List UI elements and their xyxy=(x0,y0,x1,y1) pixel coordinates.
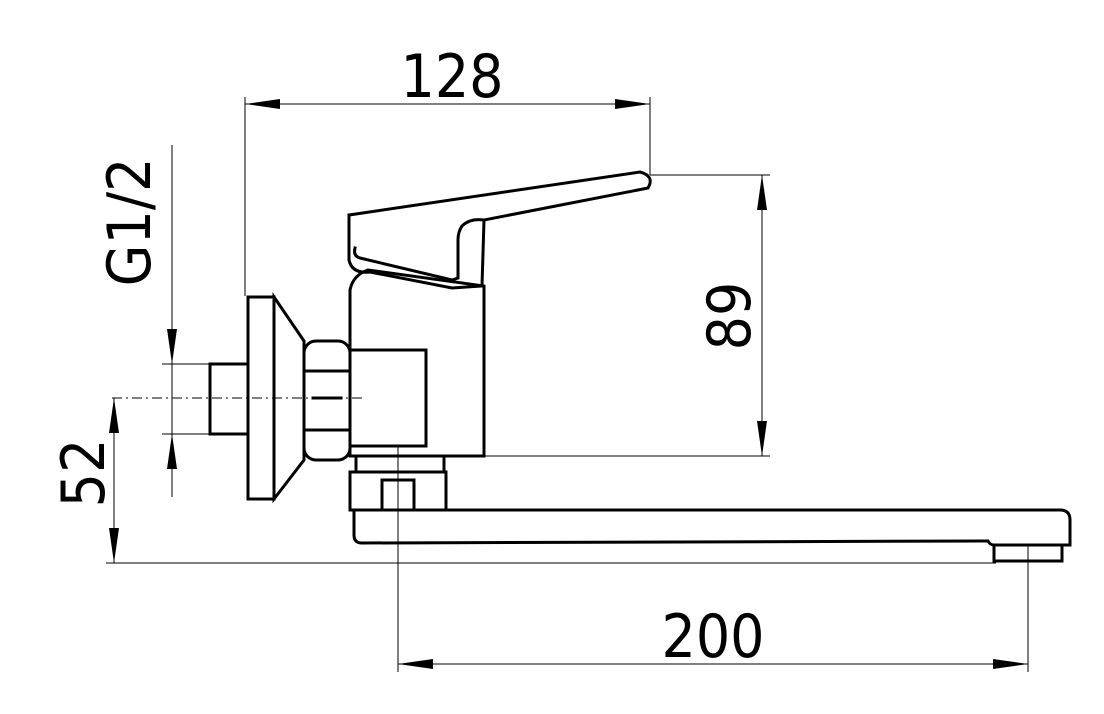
arrow-head xyxy=(757,421,767,456)
flange-cone xyxy=(272,292,306,504)
dimension-value-128: 128 xyxy=(400,42,503,112)
arrow-head xyxy=(167,434,177,469)
dimension-value-89: 89 xyxy=(695,282,765,351)
dimension-height-left: 52 xyxy=(49,398,996,564)
hex-nut xyxy=(302,339,352,462)
arrow-head xyxy=(993,659,1028,669)
arrow-head xyxy=(615,99,650,109)
dimension-value-thread: G1/2 xyxy=(95,158,165,287)
dimension-value-52: 52 xyxy=(49,439,119,508)
dimension-width-top: 128 xyxy=(244,42,651,296)
arrow-head xyxy=(109,528,119,563)
spout xyxy=(352,508,1072,547)
arrow-head xyxy=(167,329,177,364)
dimension-thread: G1/2 xyxy=(95,145,210,497)
faucet-body-outline xyxy=(208,170,1072,563)
body-collar xyxy=(354,454,446,474)
dimension-spout-reach: 200 xyxy=(397,446,1029,672)
arrow-head xyxy=(245,99,280,109)
arrow-head xyxy=(109,398,119,433)
arrow-head xyxy=(757,175,767,210)
lever-handle xyxy=(347,170,652,290)
dimension-height-right: 89 xyxy=(484,174,770,457)
mixer-body xyxy=(348,268,486,458)
arrow-head xyxy=(398,659,433,669)
wall-pipe xyxy=(208,362,250,436)
dimension-value-200: 200 xyxy=(661,602,764,672)
